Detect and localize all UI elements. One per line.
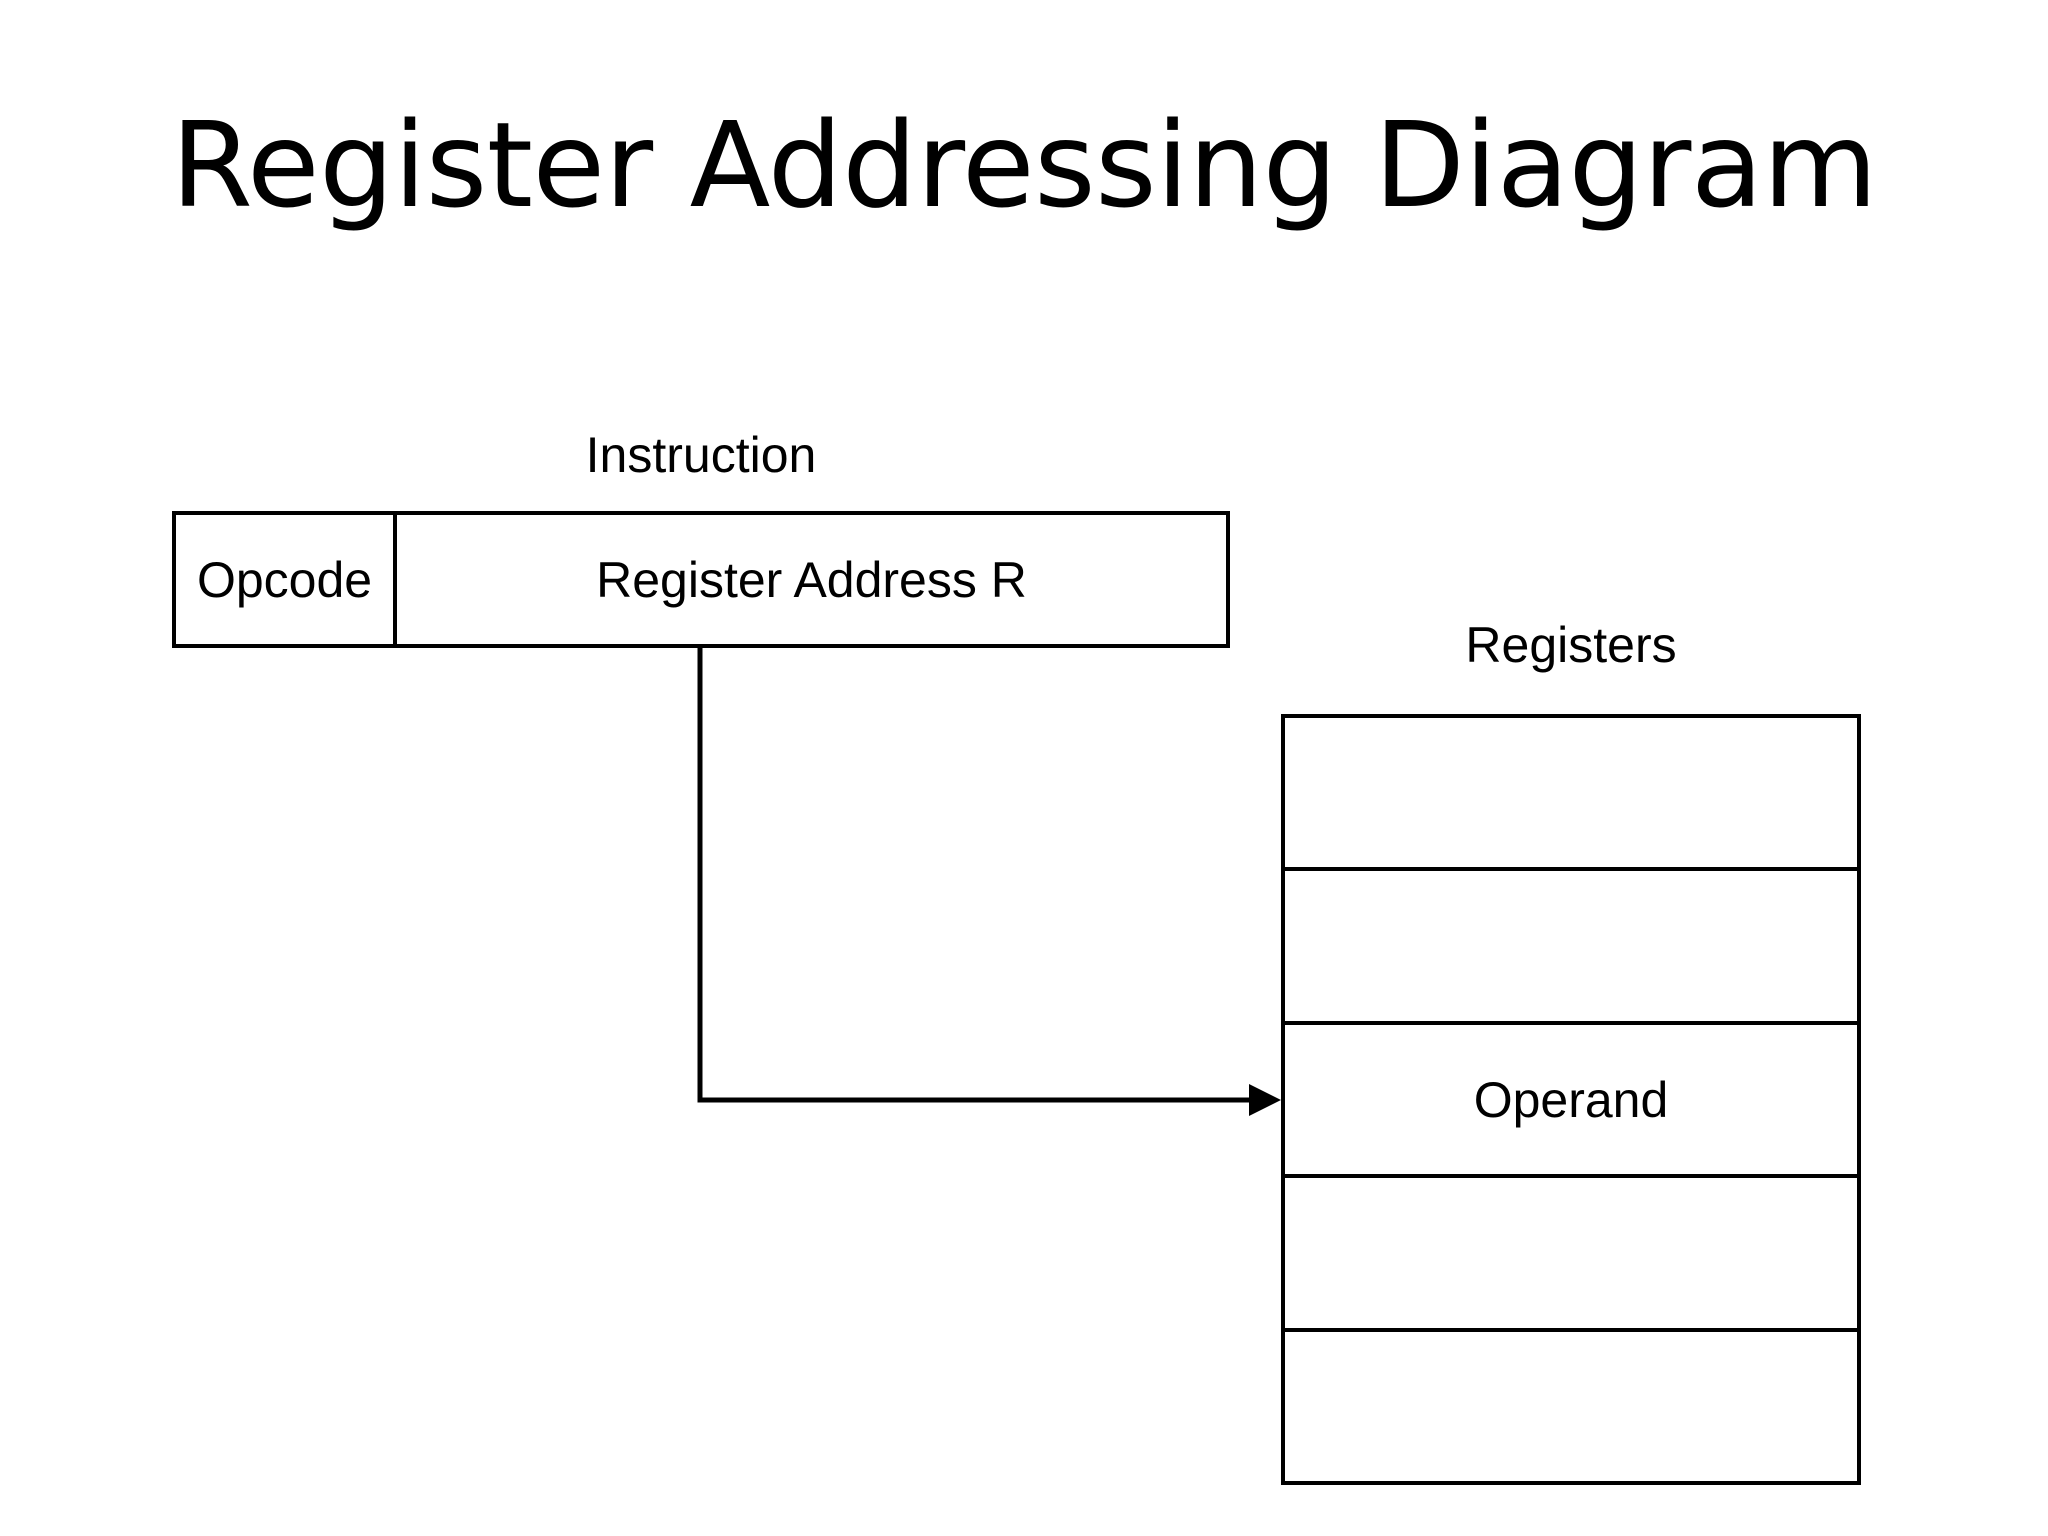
instruction-label: Instruction (585, 427, 817, 483)
instruction-box: Opcode Register Address R (172, 511, 1230, 648)
registers-table: Operand (1281, 714, 1861, 1485)
instruction-field-register-address: Register Address R (397, 515, 1226, 644)
registers-label: Registers (1465, 617, 1677, 673)
instruction-field-opcode: Opcode (176, 515, 397, 644)
page-title: Register Addressing Diagram (170, 96, 1878, 234)
opcode-label: Opcode (196, 551, 373, 608)
arrowhead-icon (1249, 1084, 1281, 1116)
registers-row-5 (1285, 1332, 1857, 1481)
register-address-label: Register Address R (596, 551, 1027, 608)
registers-row-1 (1285, 718, 1857, 872)
operand-label: Operand (1473, 1071, 1669, 1128)
connector-polyline (697, 648, 1258, 1103)
registers-row-4 (1285, 1178, 1857, 1332)
registers-row-3-operand: Operand (1285, 1025, 1857, 1179)
registers-row-2 (1285, 871, 1857, 1025)
